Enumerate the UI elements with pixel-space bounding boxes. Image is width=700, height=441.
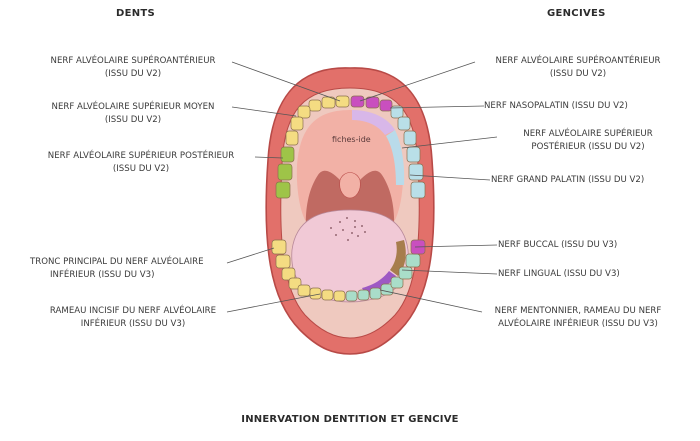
watermark: fiches-ide [332,135,371,144]
tooth [308,99,322,112]
tooth [390,105,404,119]
tooth [333,290,346,302]
tooth [390,276,404,289]
tooth [290,116,304,131]
tooth [335,95,350,108]
label-dents-superieur-posterieur: NERF ALVÉOLAIRE SUPÉRIEUR POSTÉRIEUR (IS… [30,150,252,175]
label-line: NERF ALVÉOLAIRE SUPÉRIEUR POSTÉRIEUR [47,151,235,161]
gum-zone-blue [386,130,405,185]
tooth [379,99,393,112]
label-line: NERF ALVÉOLAIRE SUPÉRIEUR MOYEN [51,102,215,112]
tooth [397,116,411,131]
label-line: NERF NASOPALATIN (ISSU DU V2) [484,101,628,111]
tooth [297,105,311,119]
tooth [408,163,424,181]
label-gencives-buccal: NERF BUCCAL (ISSU DU V3) [498,239,678,252]
tooth [275,181,291,199]
label-line: INFÉRIEUR (ISSU DU V3) [80,318,186,329]
label-line: NERF LINGUAL (ISSU DU V3) [498,269,620,279]
label-gencives-superieur-posterieur: NERF ALVÉOLAIRE SUPÉRIEUR POSTÉRIEUR (IS… [498,128,678,153]
label-gencives-nasopalatin: NERF NASOPALATIN (ISSU DU V2) [484,100,674,113]
label-dents-superoanterieur: NERF ALVÉOLAIRE SUPÉROANTÉRIEUR (ISSU DU… [38,55,228,80]
tooth [321,289,334,301]
label-line: NERF ALVÉOLAIRE SUPÉROANTÉRIEUR [50,56,216,66]
label-gencives-mentonnier: NERF MENTONNIER, RAMEAU DU NERF ALVÉOLAI… [478,305,678,330]
label-dents-superieur-moyen: NERF ALVÉOLAIRE SUPÉRIEUR MOYEN (ISSU DU… [38,101,228,126]
label-line: POSTÉRIEUR (ISSU DU V2) [531,141,645,152]
gum-zone-lilac [352,110,395,135]
uvula [339,172,361,199]
label-line: (ISSU DU V2) [549,68,607,79]
label-dents-rameau-incisif: RAMEAU INCISIF DU NERF ALVÉOLAIRE INFÉRI… [38,305,228,330]
label-line: NERF BUCCAL (ISSU DU V3) [498,240,618,250]
tooth [357,289,370,301]
label-gencives-grand-palatin: NERF GRAND PALATIN (ISSU DU V2) [491,174,681,187]
tooth [275,254,291,269]
header-dents: DENTS [116,8,156,19]
tooth [350,95,365,108]
tongue [291,209,409,303]
label-line: (ISSU DU V2) [104,68,162,79]
label-line: INFÉRIEUR (ISSU DU V3) [50,269,155,280]
label-line: NERF ALVÉOLAIRE SUPÉROANTÉRIEUR [495,56,661,66]
tooth [405,253,421,268]
tooth [403,130,417,146]
label-line: TRONC PRINCIPAL DU NERF ALVÉOLAIRE [30,257,204,267]
tooth [410,181,426,199]
label-line: NERF MENTONNIER, RAMEAU DU NERF [494,306,662,316]
label-line: NERF ALVÉOLAIRE SUPÉRIEUR [523,129,653,139]
tooth [398,266,413,280]
label-gencives-lingual: NERF LINGUAL (ISSU DU V3) [498,268,678,281]
label-line: (ISSU DU V2) [104,114,162,125]
tooth [309,287,322,300]
leader-lines [226,61,498,313]
tongue-dots [330,217,366,241]
tooth [406,146,421,163]
label-gencives-superoanterieur: NERF ALVÉOLAIRE SUPÉROANTÉRIEUR (ISSU DU… [478,55,678,80]
label-line: (ISSU DU V2) [112,163,170,174]
header-gencives: GENCIVES [547,8,606,19]
upper-teeth [275,95,426,199]
tooth [369,287,382,300]
diagram-title: INNERVATION DENTITION ET GENCIVE [241,414,459,425]
tooth [285,130,299,146]
tooth [280,146,295,163]
tooth [277,163,293,181]
label-line: RAMEAU INCISIF DU NERF ALVÉOLAIRE [49,306,217,316]
label-dents-tronc-principal: TRONC PRINCIPAL DU NERF ALVÉOLAIRE INFÉR… [30,256,226,281]
tooth [345,290,358,302]
label-line: ALVÉOLAIRE INFÉRIEUR (ISSU DU V3) [498,318,658,329]
tooth [271,239,287,255]
label-line: NERF GRAND PALATIN (ISSU DU V2) [491,175,645,185]
tooth [281,267,296,281]
tooth [297,284,311,297]
